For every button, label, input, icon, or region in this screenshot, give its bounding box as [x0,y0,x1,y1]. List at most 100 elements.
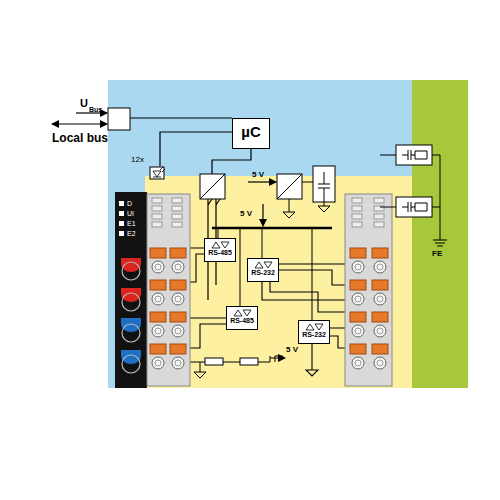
terminal-clamp [152,214,162,219]
terminal-clamp [152,325,164,337]
supply-arrow [262,204,263,226]
terminal-clamp [352,198,362,203]
bus-side-region [108,80,413,388]
terminal-clamp [350,248,366,258]
terminal-clamp [152,198,162,203]
terminal-clamp [170,248,186,258]
interface-label: RS-232 [248,269,278,279]
bus-interface-box [108,108,130,130]
rs485-wire [190,248,204,282]
voltage-label: 5 V [240,210,252,218]
terminal-clamp [374,222,384,227]
led-name: UI [127,210,134,217]
driver-symbol [210,241,230,249]
terminal-clamp [175,296,181,302]
dc-dc-converter [277,174,302,199]
terminal-clamp [152,293,164,305]
terminal-block [147,194,190,386]
interface-label: RS-485 [205,249,235,259]
voltage-label: 5 V [252,171,264,179]
terminal-clamp [372,248,388,258]
terminal-clamp [175,360,181,366]
terminal-clamp [352,325,364,337]
driver-symbol [304,323,324,331]
terminal-clamp [374,198,384,203]
led-indicator [119,201,124,236]
terminal-clamp [150,344,166,354]
transceiver-box: RS-232 [247,258,279,282]
terminal-clamp [355,296,361,302]
terminal-clamp [175,264,181,270]
terminal-clamp [377,296,383,302]
terminal-clamp [374,261,386,273]
terminal-clamp [377,360,383,366]
terminal-clamp [155,264,161,270]
terminal-clamp [352,222,362,227]
driver-symbol [253,261,273,269]
terminal-clamp [377,264,383,270]
voltage-label: 5 V [286,346,298,354]
led-strip [115,192,147,388]
supply-bus [212,227,332,230]
fe-wire [380,150,447,246]
terminal-clamp [372,280,388,290]
led-symbol [153,167,165,177]
terminal-clamp [152,222,162,227]
supply-subscript: Bus [89,106,102,113]
terminal-clamp [155,360,161,366]
rs485-wire [190,318,226,348]
terminal-block [345,194,392,386]
terminal-clamp [172,198,182,203]
terminal-clamp [352,357,364,369]
terminal-clamp [352,293,364,305]
led-count: 12x [131,156,144,164]
terminal-clamp [172,261,184,273]
terminal-clamp [355,360,361,366]
terminal-clamp [172,357,184,369]
terminal-clamp [152,206,162,211]
terminal-clamp [355,328,361,334]
terminal-clamp [374,357,386,369]
dc-dc-converter [277,174,302,199]
terminal-clamp [150,280,166,290]
io-side-region [145,176,413,388]
local-bus-arrow [52,123,107,124]
terminal-clamp [152,357,164,369]
terminal-clamp [172,222,182,227]
terminal-clamp [372,312,388,322]
terminal-clamp [374,214,384,219]
terminal-clamp [352,206,362,211]
terminal-clamp [172,325,184,337]
terminal-clamp [172,214,182,219]
terminal-clamp [155,328,161,334]
terminal-clamp [152,261,164,273]
connector-icon [121,350,141,364]
controller-label: µC [233,119,269,146]
bus-label: Local bus [52,132,108,144]
terminal-clamp [374,325,386,337]
interface-label: RS-232 [299,331,329,341]
isolator-symbol [200,174,225,199]
terminal-clamp [155,296,161,302]
interface-label: RS-485 [227,317,257,327]
isolator-symbol [200,174,225,199]
connector-icon [121,318,141,332]
terminal-clamp [172,206,182,211]
terminal-clamps [150,198,388,369]
terminal-clamp [350,280,366,290]
terminal-clamp [374,293,386,305]
supply-arrow [248,181,276,182]
connector-icon [122,262,140,373]
transceiver-box: RS-232 [298,320,330,344]
supply-arrow [270,358,285,359]
driver-symbol [232,309,252,317]
terminal-clamp [172,293,184,305]
capacitor-symbol [318,172,330,212]
supply-label: U [80,98,88,109]
led-name: E2 [127,230,136,237]
termination-wire [190,356,283,378]
terminal-clamp [175,328,181,334]
terminal-clamp [377,328,383,334]
terminal-clamp [170,280,186,290]
